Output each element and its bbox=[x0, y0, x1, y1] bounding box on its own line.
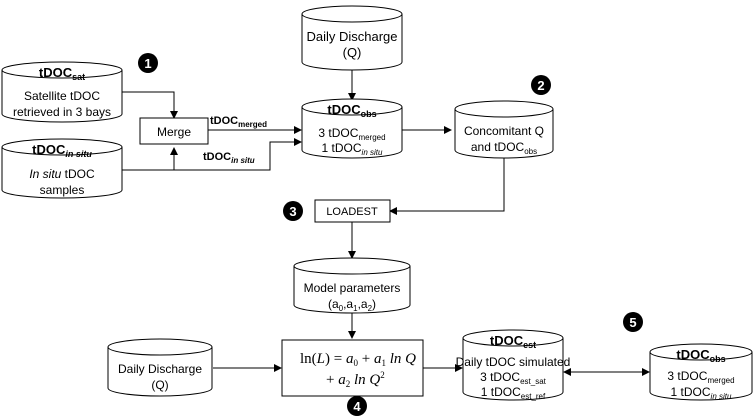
equation-line2: + a2 ln Q2 bbox=[326, 370, 385, 389]
node-tdoc-insitu: tDOCin situ In situ tDOC samples bbox=[1, 138, 123, 199]
connectors bbox=[122, 70, 650, 376]
edge-label-merged: tDOCmerged bbox=[210, 115, 267, 129]
svg-text:Model parameters: Model parameters bbox=[304, 281, 401, 295]
svg-text:Merge: Merge bbox=[157, 125, 191, 139]
tdoc-insitu-title: tDOCin situ bbox=[32, 142, 92, 159]
node-daily-discharge-top: Daily Discharge (Q) bbox=[301, 5, 403, 71]
tdoc-est-line2: 3 tDOCest_sat bbox=[480, 370, 547, 386]
svg-text:LOADEST: LOADEST bbox=[326, 206, 378, 218]
svg-text:(Q): (Q) bbox=[343, 45, 362, 60]
svg-text:Satellite tDOC: Satellite tDOC bbox=[24, 89, 100, 103]
node-concomitant: Concomitant Q and tDOCobs bbox=[454, 100, 554, 159]
svg-text:1: 1 bbox=[144, 56, 151, 71]
tdoc-obs-right-line2: 1 tDOCin situ bbox=[671, 385, 732, 401]
tdoc-est-line3: 1 tDOCest_ref bbox=[481, 385, 546, 401]
svg-text:Daily tDOC simulated: Daily tDOC simulated bbox=[456, 355, 571, 369]
step-marker-5: 5 bbox=[623, 312, 643, 332]
step-marker-3: 3 bbox=[283, 201, 303, 221]
edge-sat-to-merge bbox=[122, 91, 178, 119]
svg-text:2: 2 bbox=[537, 78, 544, 93]
tdoc-obs-right-title: tDOCobs bbox=[676, 347, 725, 364]
node-equation: ln(L) = a0 + a1 ln Q + a2 ln Q2 bbox=[281, 339, 424, 397]
node-merge: Merge bbox=[139, 117, 209, 145]
node-daily-discharge-bottom: Daily Discharge (Q) bbox=[107, 338, 213, 397]
concomitant-line2: and tDOCobs bbox=[471, 140, 537, 156]
step-marker-4: 4 bbox=[347, 396, 367, 416]
svg-text:samples: samples bbox=[40, 183, 85, 197]
svg-text:5: 5 bbox=[629, 315, 636, 330]
node-tdoc-sat: tDOCsat Satellite tDOC retrieved in 3 ba… bbox=[1, 61, 123, 123]
tdoc-sat-title: tDOCsat bbox=[39, 65, 85, 82]
tdoc-obs-line1: 3 tDOCmerged bbox=[318, 126, 385, 142]
edge-label-insitu: tDOCin situ bbox=[203, 151, 255, 165]
edge-concomitant-to-loadest bbox=[389, 157, 505, 215]
svg-text:(Q): (Q) bbox=[151, 378, 168, 392]
edge-insitu-to-obs bbox=[174, 138, 302, 171]
svg-text:Daily Discharge: Daily Discharge bbox=[118, 362, 202, 376]
tdoc-obs-line2: 1 tDOCin situ bbox=[322, 141, 383, 157]
edge-insitu-to-merge bbox=[122, 147, 178, 171]
tdoc-obs-right-line1: 3 tDOCmerged bbox=[667, 369, 734, 385]
model-params-line2: (a0,a1,a2) bbox=[328, 297, 376, 313]
tdoc-obs-title: tDOCobs bbox=[327, 102, 376, 119]
tdoc-insitu-line1: In situ tDOC bbox=[29, 167, 95, 181]
tdoc-est-title: tDOCest bbox=[490, 333, 536, 350]
svg-text:retrieved in 3 bays: retrieved in 3 bays bbox=[13, 105, 111, 119]
svg-text:Daily Discharge: Daily Discharge bbox=[306, 29, 397, 44]
equation-line1: ln(L) = a0 + a1 ln Q bbox=[300, 351, 416, 368]
node-loadest: LOADEST bbox=[314, 199, 391, 223]
node-tdoc-est: tDOCest Daily tDOC simulated 3 tDOCest_s… bbox=[456, 329, 571, 401]
node-tdoc-obs-right: tDOCobs 3 tDOCmerged 1 tDOCin situ bbox=[649, 343, 753, 401]
node-model-parameters: Model parameters (a0,a1,a2) bbox=[293, 257, 411, 314]
svg-text:4: 4 bbox=[353, 399, 361, 414]
svg-text:Concomitant Q: Concomitant Q bbox=[464, 124, 544, 138]
step-marker-1: 1 bbox=[138, 53, 158, 73]
step-marker-2: 2 bbox=[531, 75, 551, 95]
svg-text:3: 3 bbox=[289, 204, 296, 219]
node-tdoc-obs: tDOCobs 3 tDOCmerged 1 tDOCin situ bbox=[301, 98, 403, 159]
